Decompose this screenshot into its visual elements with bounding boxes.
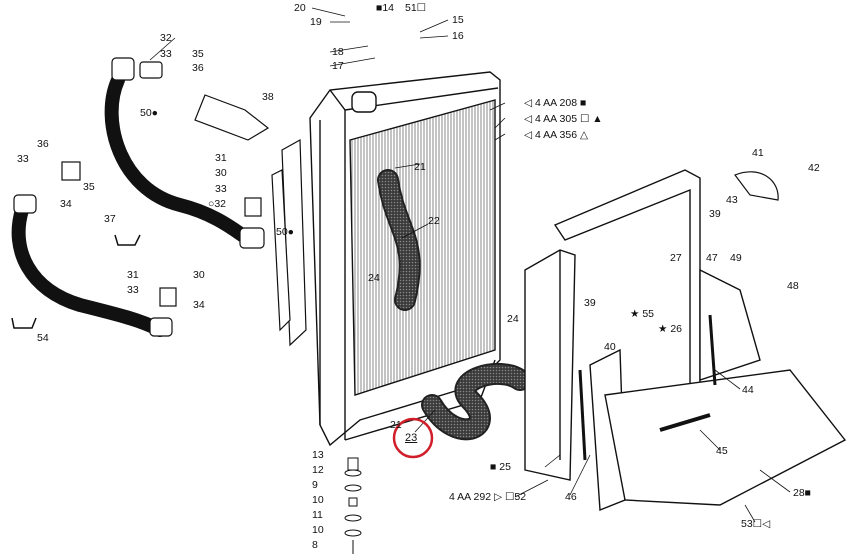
part-label-33-left: 33 bbox=[17, 153, 29, 165]
part-label-39-right: 39 bbox=[709, 208, 721, 220]
part-label-47: 47 bbox=[706, 252, 718, 264]
part-label-4aa356: ◁ 4 AA 356 △ bbox=[524, 129, 589, 141]
part-label-54: 54 bbox=[37, 332, 49, 344]
part-label-49: 49 bbox=[730, 252, 742, 264]
part-label-36-left: 36 bbox=[37, 138, 49, 150]
part-label-33-lower: 33 bbox=[127, 284, 139, 296]
bracket-38 bbox=[194, 94, 270, 141]
part-label-13: 13 bbox=[312, 449, 324, 461]
part-label-30-lower: 30 bbox=[193, 269, 205, 281]
part-label-10a: 10 bbox=[312, 494, 324, 506]
part-label-36-top: 36 bbox=[192, 62, 204, 74]
part-label-21-top: 21 bbox=[414, 161, 426, 173]
part-label-31: 31 bbox=[215, 152, 227, 164]
part-label-4aa305: ◁ 4 AA 305 ☐ ▲ bbox=[524, 113, 603, 125]
part-label-18: 18 bbox=[332, 46, 344, 58]
part-label-8: 8 bbox=[312, 539, 318, 551]
frame-support bbox=[524, 169, 847, 512]
washer-stack bbox=[344, 457, 362, 554]
part-label-35-left: 35 bbox=[83, 181, 95, 193]
part-label-34-left: 34 bbox=[60, 198, 72, 210]
part-label-32: ○32 bbox=[208, 198, 227, 210]
part-label-55: ★ 55 bbox=[630, 308, 655, 320]
part-label-15: 15 bbox=[452, 14, 464, 26]
part-label-31-lower: 31 bbox=[127, 269, 139, 281]
part-label-33: 33 bbox=[215, 183, 227, 195]
part-label-44: 44 bbox=[742, 384, 754, 396]
fan-shroud bbox=[271, 138, 307, 347]
fittings bbox=[13, 57, 265, 337]
part-label-9: 9 bbox=[312, 479, 318, 491]
part-label-46: 46 bbox=[565, 491, 577, 503]
part-label-39: 39 bbox=[584, 297, 596, 309]
leader-lines bbox=[149, 7, 791, 523]
hydraulic-hose-upper bbox=[104, 73, 257, 247]
part-label-11: 11 bbox=[312, 509, 323, 521]
part-label-25: ■ 25 bbox=[490, 461, 511, 473]
part-label-41: 41 bbox=[752, 147, 764, 159]
part-label-50: 50● bbox=[276, 226, 295, 238]
part-label-14: ■14 bbox=[376, 2, 395, 14]
part-label-43: 43 bbox=[726, 194, 738, 206]
bracket-54 bbox=[11, 317, 37, 329]
part-label-12: 12 bbox=[312, 464, 324, 476]
part-label-24-left: 24 bbox=[368, 272, 380, 284]
part-label-32-top: 32 bbox=[160, 32, 172, 44]
part-label-23-highlighted: 23 bbox=[405, 432, 418, 444]
part-label-27: 27 bbox=[670, 252, 682, 264]
part-label-28: 28■ bbox=[793, 487, 812, 499]
part-label-33-top: 33 bbox=[160, 48, 172, 60]
part-label-4aa292: 4 AA 292 ▷ ☐52 bbox=[449, 491, 527, 503]
part-label-10b: 10 bbox=[312, 524, 324, 536]
part-label-37: 37 bbox=[104, 213, 116, 225]
part-label-21-bottom: 21 bbox=[390, 419, 402, 431]
part-label-40: 40 bbox=[604, 341, 616, 353]
bracket-41 bbox=[734, 171, 779, 201]
part-label-26: ★ 26 bbox=[658, 323, 683, 335]
part-label-19: 19 bbox=[310, 16, 322, 28]
hydraulic-hose-lower bbox=[11, 203, 167, 337]
part-label-4aa208: ◁ 4 AA 208 ■ bbox=[524, 97, 587, 109]
part-label-48: 48 bbox=[787, 280, 799, 292]
part-label-20: 20 bbox=[294, 2, 306, 14]
part-label-38: 38 bbox=[262, 91, 274, 103]
part-label-51: 51☐ bbox=[405, 2, 427, 14]
part-label-30: 30 bbox=[215, 167, 227, 179]
part-label-24-right: 24 bbox=[507, 313, 519, 325]
part-label-50-top: 50● bbox=[140, 107, 159, 119]
highlight-circle bbox=[392, 417, 434, 459]
bracket-37 bbox=[114, 234, 141, 246]
part-label-16: 16 bbox=[452, 30, 464, 42]
part-label-45: 45 bbox=[716, 445, 728, 457]
part-label-22: 22 bbox=[428, 215, 440, 227]
part-label-53: 53☐◁ bbox=[741, 518, 771, 530]
part-label-42: 42 bbox=[808, 162, 820, 174]
part-label-35-top: 35 bbox=[192, 48, 204, 60]
part-label-34-lower: 34 bbox=[193, 299, 205, 311]
part-label-17: 17 bbox=[332, 60, 344, 72]
